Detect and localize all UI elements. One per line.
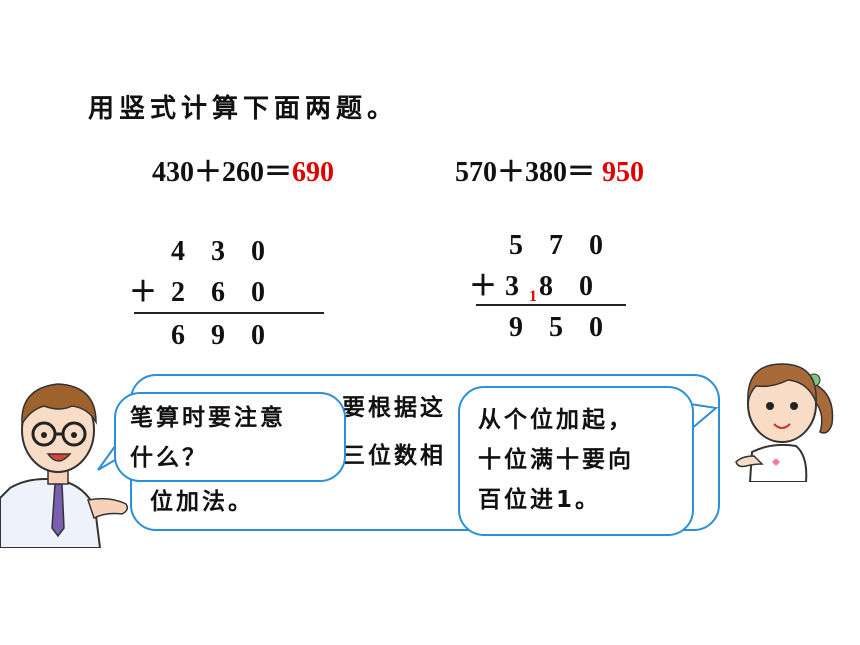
equation-1-answer: 690 [292, 157, 335, 188]
equation-2-answer: 950 [595, 157, 645, 188]
digit: 3 [505, 271, 519, 302]
digit: 0 [579, 271, 593, 302]
digit: 4 [171, 236, 185, 267]
instruction-text: 用竖式计算下面两题。 [88, 94, 399, 124]
digit: 2 [171, 277, 185, 308]
equation-2: 570＋380＝ 950 [455, 150, 644, 190]
teacher-bubble-line-1: 笔算时要注意 [130, 405, 286, 431]
digit: 0 [251, 320, 265, 351]
digit: 5 [509, 230, 523, 261]
digit: 7 [549, 230, 563, 261]
digit: 0 [251, 277, 265, 308]
girl-bubble-line-3: 百位进1。 [478, 487, 602, 513]
teacher-bubble-line-2: 什么？ [130, 445, 208, 471]
digit: 0 [589, 230, 603, 261]
digit: 3 [211, 236, 225, 267]
digit: 6 [211, 277, 225, 308]
speech-bubble-girl: 从个位加起， 十位满十要向 百位进1。 [458, 386, 694, 536]
digit: 8 [539, 271, 553, 302]
digit: 9 [211, 320, 225, 351]
carry-mark: 1 [529, 288, 537, 305]
plus-sign: ＋ [468, 271, 497, 302]
calc1-rule [134, 312, 324, 314]
girl-illustration [735, 363, 834, 482]
digit: 0 [251, 236, 265, 267]
digit: 9 [509, 312, 523, 343]
calc2-rule [476, 304, 626, 306]
digit: 5 [549, 312, 563, 343]
equation-1: 430＋260＝690 [152, 150, 334, 190]
girl-bubble-line-2: 十位满十要向 [478, 447, 634, 473]
back-bubble-line-3: 位加法。 [150, 489, 254, 515]
teacher-illustration [0, 383, 129, 548]
digit: 6 [171, 320, 185, 351]
plus-sign: ＋ [128, 277, 157, 308]
digit: 0 [589, 312, 603, 343]
equation-2-expression: 570＋380＝ [455, 157, 596, 188]
speech-bubble-teacher: 笔算时要注意 什么？ [114, 392, 346, 482]
back-bubble-line-2: 三位数相 [342, 443, 446, 469]
equation-1-expression: 430＋260＝ [152, 157, 293, 188]
back-bubble-line-1: 要根据这 [342, 395, 446, 421]
girl-bubble-line-1: 从个位加起， [478, 407, 634, 433]
